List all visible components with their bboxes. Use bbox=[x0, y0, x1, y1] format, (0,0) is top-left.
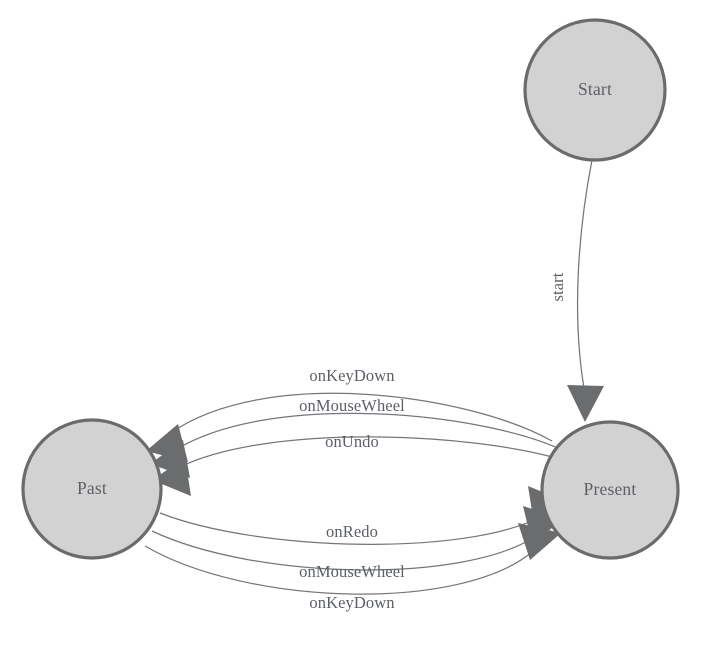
node-layer: Start Past Present bbox=[21, 18, 680, 560]
node-past-circle[interactable] bbox=[21, 418, 163, 560]
edge-label-past-present-onmousewheel: onMouseWheel bbox=[299, 562, 405, 581]
node-start-circle[interactable] bbox=[523, 18, 667, 162]
edge-path-past-present-onmousewheel[interactable] bbox=[151, 530, 537, 571]
edge-label-past-present-onredo: onRedo bbox=[326, 522, 378, 541]
edge-path-past-present-onkeydown[interactable] bbox=[144, 545, 533, 595]
node-past[interactable]: Past bbox=[21, 418, 163, 560]
node-start[interactable]: Start bbox=[523, 18, 667, 162]
arrow-head-present-past-onundo bbox=[152, 458, 191, 496]
node-past-label: Past bbox=[77, 478, 107, 498]
edge-path-present-past-onkeydown[interactable] bbox=[171, 392, 553, 442]
edge-start-to-present[interactable] bbox=[567, 159, 604, 422]
edge-label-layer: start onKeyDown onMouseWheel onUndo onRe… bbox=[299, 272, 567, 612]
edge-label-present-past-onmousewheel: onMouseWheel bbox=[299, 396, 405, 415]
edge-label-present-past-onundo: onUndo bbox=[325, 432, 379, 451]
node-present-label: Present bbox=[584, 479, 637, 499]
node-present-circle[interactable] bbox=[540, 420, 680, 560]
arrow-head-past-present-onkeydown bbox=[518, 523, 561, 560]
edge-label-present-past-onkeydown: onKeyDown bbox=[309, 366, 394, 385]
edge-label-start: start bbox=[548, 272, 567, 301]
edge-path-present-past-onundo[interactable] bbox=[179, 436, 564, 468]
arrow-head-start bbox=[567, 385, 604, 422]
edge-present-to-past-onundo[interactable] bbox=[152, 436, 564, 496]
edge-path-start[interactable] bbox=[576, 159, 593, 389]
edge-path-past-present-onredo[interactable] bbox=[159, 512, 541, 545]
edge-layer bbox=[144, 159, 604, 595]
node-present[interactable]: Present bbox=[540, 420, 680, 560]
edge-label-past-present-onkeydown: onKeyDown bbox=[309, 593, 394, 612]
edge-path-present-past-onmousewheel[interactable] bbox=[176, 412, 561, 450]
edge-past-to-present-onkeydown[interactable] bbox=[144, 523, 561, 595]
node-start-label: Start bbox=[578, 79, 612, 99]
